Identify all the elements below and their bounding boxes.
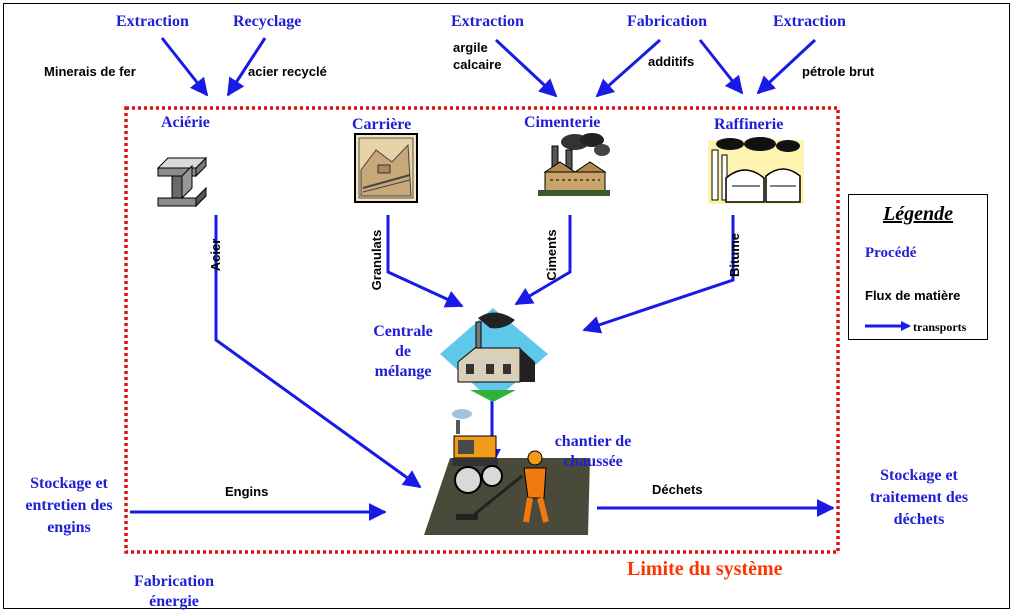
flow-bitume: Bitume	[727, 232, 742, 278]
process-centrale-1: Centrale	[373, 323, 433, 340]
quarry-icon	[354, 133, 418, 203]
flow-additifs: additifs	[648, 54, 695, 69]
legend-flux: Flux de matière	[865, 288, 961, 303]
input-extraction-3: Extraction	[773, 13, 846, 30]
legend-title: Légende	[883, 203, 953, 225]
mixing-plant-icon	[440, 308, 548, 402]
road-construction-icon	[424, 409, 590, 535]
stock-dechets-2: traitement des	[869, 489, 969, 506]
legend: Légende Procédé Flux de matière transpor…	[848, 194, 988, 340]
flow-petrole: pétrole brut	[802, 64, 875, 79]
input-extraction-1: Extraction	[116, 13, 189, 30]
cement-factory-icon	[538, 133, 610, 196]
diagram-frame	[3, 3, 1010, 609]
arrow-granulats	[386, 215, 464, 308]
arrow-recyclage	[226, 37, 267, 97]
arrow-ciments	[514, 215, 572, 306]
input-fabrication: Fabrication	[627, 13, 707, 30]
legend-arrow-icon	[865, 321, 911, 331]
flow-calcaire: calcaire	[453, 57, 502, 72]
process-raffinerie: Raffinerie	[714, 116, 784, 133]
arrow-bitume	[582, 215, 735, 334]
process-chantier-2: chaussée	[563, 453, 623, 470]
flow-acier: Acier	[208, 238, 223, 272]
system-limit-label: Limite du système	[627, 558, 783, 580]
legend-transports: transports	[913, 320, 967, 334]
process-centrale-2: de	[395, 343, 411, 360]
flow-argile: argile	[453, 40, 488, 55]
process-acierie: Aciérie	[161, 114, 210, 131]
legend-process: Procédé	[865, 245, 917, 261]
stock-engins-2: entretien des	[25, 497, 113, 514]
flow-dechets: Déchets	[652, 482, 703, 497]
process-cimenterie: Cimenterie	[524, 114, 601, 131]
input-extraction-2: Extraction	[451, 13, 524, 30]
energie-2: énergie	[149, 593, 199, 610]
process-centrale-3: mélange	[374, 363, 432, 380]
system-boundary	[124, 106, 840, 554]
flow-engins: Engins	[225, 484, 269, 499]
stock-dechets-3: déchets	[893, 511, 945, 528]
stock-engins-1: Stockage et	[30, 475, 108, 492]
input-recyclage: Recyclage	[233, 13, 302, 30]
process-chantier-1: chantier de	[554, 433, 632, 450]
arrow-petrole	[756, 38, 817, 95]
energie-1: Fabrication	[134, 573, 214, 590]
stock-engins-3: engins	[47, 519, 91, 536]
flow-ciments: Ciments	[544, 229, 559, 281]
arrow-fabrication-ciment	[595, 38, 661, 98]
arrow-argile	[494, 38, 558, 98]
process-carriere: Carrière	[352, 116, 412, 133]
stock-dechets-1: Stockage et	[880, 467, 958, 484]
steel-beam-icon	[156, 156, 208, 208]
refinery-icon	[708, 137, 804, 204]
arrow-acier	[214, 215, 422, 489]
flow-acier-recycle: acier recyclé	[248, 64, 327, 79]
arrow-additifs	[698, 39, 744, 95]
flow-minerais: Minerais de fer	[44, 64, 136, 79]
flow-granulats: Granulats	[369, 229, 384, 291]
arrow-minerais	[160, 37, 209, 97]
